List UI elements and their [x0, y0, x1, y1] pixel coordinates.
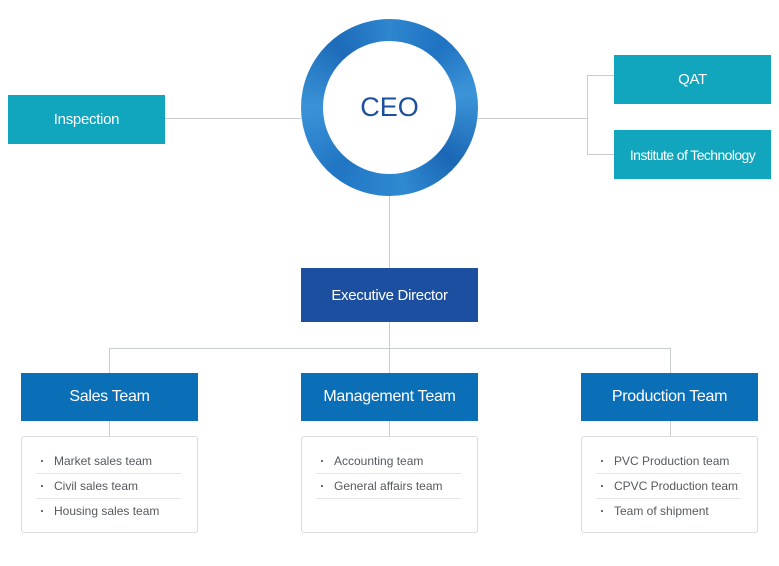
connector-to-production — [670, 348, 671, 373]
sales-team-label: Sales Team — [69, 388, 150, 405]
production-team-label: Production Team — [611, 388, 728, 405]
connector-to-sales — [109, 348, 110, 373]
bullet-icon — [321, 460, 323, 462]
inspection-label: Inspection — [53, 111, 120, 128]
connector-production-panel — [670, 421, 671, 436]
management-subteam-panel: Accounting team General affairs team — [301, 436, 478, 533]
connector-ceo-right — [475, 118, 587, 119]
inspection-box: Inspection — [8, 95, 165, 144]
sales-subteam-panel: Market sales team Civil sales team Housi… — [21, 436, 198, 533]
bullet-icon — [601, 485, 603, 487]
sales-team-box: Sales Team — [21, 373, 198, 421]
connector-horizontal-teams — [109, 348, 670, 349]
connector-to-qat — [587, 75, 614, 76]
connector-inspection-ceo — [165, 118, 305, 119]
management-team-label: Management Team — [323, 388, 456, 405]
list-item: Civil sales team — [36, 474, 181, 499]
list-item: Accounting team — [316, 449, 461, 474]
ceo-node: CEO — [323, 41, 456, 174]
subteam-label: Market sales team — [54, 454, 153, 468]
connector-executive-down — [389, 322, 390, 373]
connector-ceo-executive — [389, 196, 390, 268]
list-item: General affairs team — [316, 474, 461, 499]
management-team-box: Management Team — [301, 373, 478, 421]
list-item: PVC Production team — [596, 449, 741, 474]
subteam-label: CPVC Production team — [614, 479, 739, 493]
executive-director-box: Executive Director — [301, 268, 478, 322]
qat-box: QAT — [614, 55, 771, 104]
production-subteam-panel: PVC Production team CPVC Production team… — [581, 436, 758, 533]
subteam-label: Civil sales team — [54, 479, 139, 493]
bullet-icon — [41, 485, 43, 487]
bullet-icon — [321, 485, 323, 487]
subteam-label: Accounting team — [334, 454, 424, 468]
executive-director-label: Executive Director — [331, 286, 448, 304]
subteam-label: PVC Production team — [614, 454, 730, 468]
institute-box: Institute of Technology — [614, 130, 771, 179]
subteam-label: Team of shipment — [614, 504, 709, 518]
institute-label: Institute of Technology — [629, 146, 756, 163]
list-item: Team of shipment — [596, 499, 741, 524]
bullet-icon — [601, 510, 603, 512]
bullet-icon — [601, 460, 603, 462]
bullet-icon — [41, 510, 43, 512]
ceo-label: CEO — [360, 92, 419, 122]
list-item: CPVC Production team — [596, 474, 741, 499]
connector-to-institute — [587, 154, 614, 155]
subteam-label: General affairs team — [334, 479, 443, 493]
subteam-label: Housing sales team — [54, 504, 160, 518]
list-item: Market sales team — [36, 449, 181, 474]
connector-sales-panel — [109, 421, 110, 436]
list-item: Housing sales team — [36, 499, 181, 524]
qat-label: QAT — [678, 71, 707, 88]
connector-right-vertical — [587, 75, 588, 155]
connector-management-panel — [389, 421, 390, 436]
production-team-box: Production Team — [581, 373, 758, 421]
bullet-icon — [41, 460, 43, 462]
